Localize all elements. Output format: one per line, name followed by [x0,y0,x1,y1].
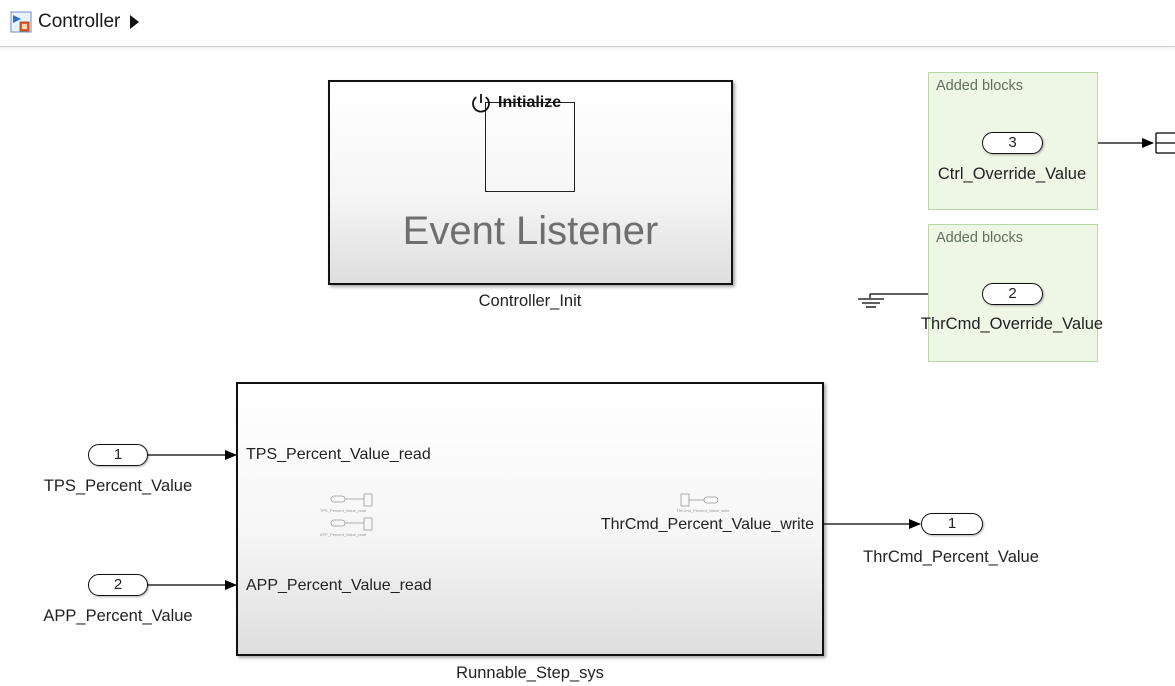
mini-label-thrcmd: ThrCmd_Percent_Value_write [676,508,730,513]
outport-2-name: ThrCmd_Override_Value [920,315,1104,333]
terminator-icon [1155,132,1175,154]
breadcrumb-model-name[interactable]: Controller [38,11,121,32]
breadcrumb-bar: Controller [0,0,1175,47]
trigger-label: Initialize [498,94,562,111]
ground-icon [858,294,884,308]
mini-label-tps: TPS_Percent_Value_read [319,508,367,513]
inport-3-name: Ctrl_Override_Value [937,165,1087,183]
mini-label-app: APP_Percent_Value_read [319,532,367,537]
outport-1[interactable]: 1 [921,513,983,535]
chevron-right-icon[interactable] [130,15,140,29]
event-listener-text: Event Listener [402,209,659,253]
controller-init-block[interactable]: Initialize Event Listener [328,80,733,285]
breadcrumb[interactable]: Controller [10,11,140,33]
mini-inports: TPS_Percent_Value_read APP_Percent_Value… [298,492,388,542]
inport-3[interactable]: 3 [982,132,1043,154]
block-input-tps: TPS_Percent_Value_read [246,446,431,463]
outport-2[interactable]: 2 [982,283,1043,305]
block-input-app: APP_Percent_Value_read [246,577,432,594]
power-icon [470,92,492,114]
outport-1-name: ThrCmd_Percent_Value [863,548,1039,566]
block-output-thrcmd: ThrCmd_Percent_Value_write [600,516,814,533]
area-title: Added blocks [936,230,1024,246]
model-icon [10,11,32,33]
mini-outports: ThrCmd_Percent_Value_write [658,492,748,522]
trigger-port[interactable]: Initialize [470,92,561,114]
inport-1[interactable]: 1 [88,444,148,466]
inport-2[interactable]: 2 [88,574,148,596]
controller-init-name[interactable]: Controller_Init [478,292,582,310]
inport-1-name: TPS_Percent_Value [43,477,193,495]
inport-2-name: APP_Percent_Value [43,607,193,625]
area-title: Added blocks [936,78,1024,94]
inner-system-box [485,102,575,192]
runnable-step-name[interactable]: Runnable_Step_sys [456,664,604,682]
runnable-step-block[interactable]: TPS_Percent_Value_read APP_Percent_Value… [236,382,824,656]
